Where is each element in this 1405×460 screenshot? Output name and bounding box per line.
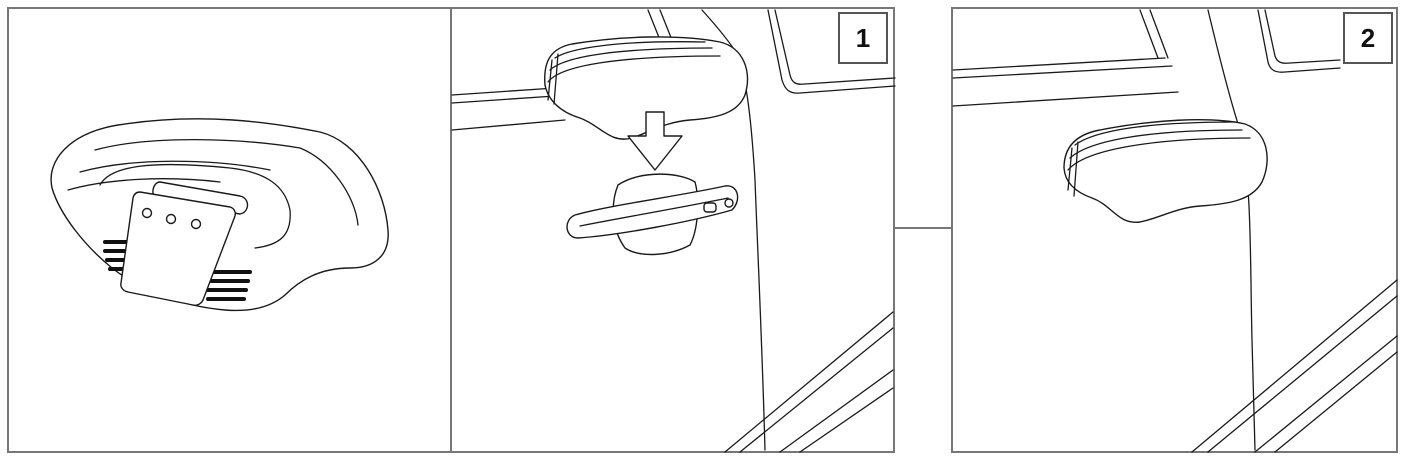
car-door-handle-icon — [566, 173, 739, 256]
door-guard-pad-icon — [1063, 119, 1268, 223]
panel-step-2 — [951, 7, 1398, 453]
down-arrow-icon — [627, 111, 683, 171]
panel-step-1 — [450, 7, 896, 453]
car-door-icon — [952, 9, 1398, 453]
door-guard-pad-icon — [50, 118, 389, 312]
panel-product — [7, 7, 452, 453]
car-door-icon — [451, 9, 896, 453]
step-number-badge: 1 — [838, 12, 888, 64]
door-guard-pad-icon — [544, 36, 749, 140]
step-number-badge: 2 — [1343, 12, 1393, 64]
